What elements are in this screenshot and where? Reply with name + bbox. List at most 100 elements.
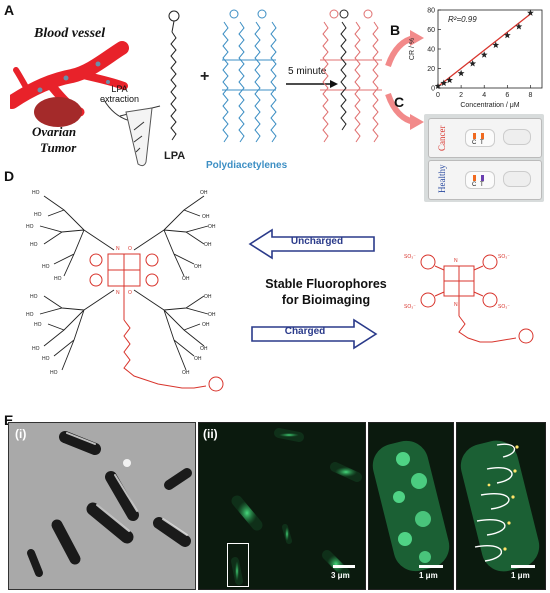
uncharged-label: Uncharged (290, 236, 344, 247)
healthy-strip: Healthy C T (428, 160, 542, 200)
scalebar-1um-a (419, 565, 443, 568)
svg-text:HO: HO (34, 212, 42, 218)
subpanel-ii-label: (ii) (203, 427, 218, 441)
svg-text:HO: HO (26, 224, 34, 230)
data-point-star (446, 76, 453, 84)
ovarian-label: Ovarian (32, 124, 77, 139)
bioimaging-title-line1: Stable Fluorophores (265, 277, 387, 291)
svg-text:OH: OH (182, 370, 190, 376)
svg-text:O: O (128, 246, 132, 252)
data-point-star (440, 79, 448, 87)
panel-b-letter: B (390, 22, 401, 38)
svg-text:HO: HO (32, 346, 40, 352)
svg-text:OH: OH (194, 356, 202, 362)
y-tick-label: 60 (427, 27, 435, 34)
fluorescence-image: (ii) 3 μm (198, 422, 366, 590)
test-strip-photo: Cancer C T Healthy C T (424, 114, 544, 202)
cancer-t-text: T (480, 140, 484, 146)
plus-sign: + (200, 68, 210, 85)
ovarian-tumor-shape (34, 97, 82, 127)
healthy-label: Healthy (437, 164, 447, 194)
cancer-strip: Cancer C T (428, 118, 542, 158)
svg-text:OH: OH (202, 322, 210, 328)
x-tick-label: 0 (436, 92, 440, 99)
healthy-window (465, 171, 495, 189)
phase-contrast-image: (i) (8, 422, 196, 590)
svg-text:HO: HO (42, 356, 50, 362)
lpa-label: LPA (164, 150, 186, 162)
svg-text:HO: HO (50, 370, 58, 376)
lpa-molecule (168, 10, 180, 141)
svg-text:HO: HO (42, 264, 50, 270)
cancer-t-line (481, 133, 484, 139)
charged-label: Charged (284, 326, 326, 337)
cancer-c-line (473, 133, 476, 139)
tumor-label: Tumor (40, 140, 77, 155)
svg-text:HO: HO (34, 322, 42, 328)
panel-d-letter: D (4, 168, 15, 184)
svg-text:HO: HO (30, 294, 38, 300)
pda-lpa-complex (320, 9, 382, 143)
x-axis-label: Concentration / μM (460, 102, 519, 109)
data-point-star (480, 51, 488, 58)
healthy-t-line (481, 175, 484, 181)
reaction-time-label: 5 minute (288, 66, 327, 77)
y-tick-label: 80 (427, 8, 435, 15)
svg-text:HO: HO (30, 242, 38, 248)
arrow-to-c (385, 92, 424, 130)
svg-text:N: N (454, 258, 458, 264)
scalebar-1um-b (511, 565, 535, 568)
healthy-t-text: T (480, 182, 484, 188)
svg-text:OH: OH (204, 242, 212, 248)
scalebar-3um (333, 565, 355, 568)
panel-c-letter: C (394, 94, 405, 110)
svg-text:HO: HO (32, 190, 40, 196)
svg-text:SO₃⁻: SO₃⁻ (498, 254, 510, 260)
svg-text:N: N (454, 302, 458, 308)
bioimaging-title-line2: for Bioimaging (281, 293, 371, 307)
svg-text:OH: OH (194, 264, 202, 270)
svg-text:HO: HO (54, 276, 62, 282)
charged-fluorophore-structure: SO₃⁻SO₃⁻ SO₃⁻SO₃⁻ NN (404, 254, 534, 344)
extraction-arrow-and-tube (103, 99, 161, 167)
svg-text:OH: OH (200, 190, 208, 196)
svg-text:SO₃⁻: SO₃⁻ (404, 254, 416, 260)
svg-text:O: O (128, 290, 132, 296)
data-point-star (503, 31, 511, 39)
cancer-window (465, 129, 495, 147)
healthy-c-line (473, 175, 476, 181)
healthy-c-text: C (472, 182, 477, 188)
uncharged-arrow (248, 228, 375, 260)
inset-box (227, 543, 249, 587)
data-point-star (515, 22, 523, 30)
blood-vessel-label: Blood vessel (34, 26, 106, 41)
data-point-star (469, 60, 477, 67)
data-point-star (457, 69, 465, 77)
bioimaging-title: Stable Fluorophores for Bioimaging (256, 276, 396, 308)
svg-text:N: N (116, 246, 120, 252)
lpa-extraction-label: LPA extraction (100, 84, 140, 104)
x-tick-label: 8 (528, 92, 532, 99)
panel-a-letter: A (4, 2, 15, 18)
svg-text:SO₃⁻: SO₃⁻ (498, 304, 510, 310)
charged-arrow (251, 318, 378, 350)
x-tick-label: 4 (482, 92, 486, 99)
y-tick-label: 20 (427, 66, 435, 73)
svg-text:OH: OH (208, 312, 216, 318)
svg-text:N: N (116, 290, 120, 296)
polydiacetylene-structure (222, 9, 277, 143)
y-tick-label: 0 (431, 86, 435, 93)
fluorescence-bacteria (231, 428, 362, 585)
arrow-to-b (385, 30, 424, 68)
zoom-image-2: 1 μm (456, 422, 546, 590)
polydiacetylenes-label: Polydiacetylenes (206, 160, 288, 171)
fit-line (437, 13, 531, 88)
cancer-label: Cancer (437, 125, 447, 151)
x-tick-label: 6 (505, 92, 509, 99)
scalebar-1um-b-label: 1 μm (511, 571, 530, 580)
cancer-c-text: C (472, 140, 477, 146)
y-axis-label: CR / % (409, 38, 416, 60)
healthy-sample-well (503, 171, 531, 187)
